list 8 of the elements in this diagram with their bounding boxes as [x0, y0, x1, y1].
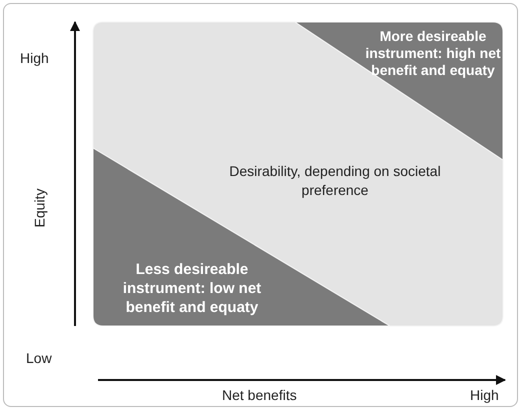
axis-title: Equity — [31, 188, 48, 228]
axis-title: Net benefits — [222, 387, 297, 403]
region-label: Desirability, depending on societal preference — [228, 162, 442, 200]
axis-tick-label: High — [470, 387, 499, 403]
axis-tick-label: Low — [26, 350, 52, 366]
region-label: More desireable instrument: high net benefit and equaty — [365, 28, 501, 79]
axis-tick-label: High — [20, 50, 49, 66]
region-label: Less desireable instrument: low net benefit and equaty — [122, 260, 262, 317]
